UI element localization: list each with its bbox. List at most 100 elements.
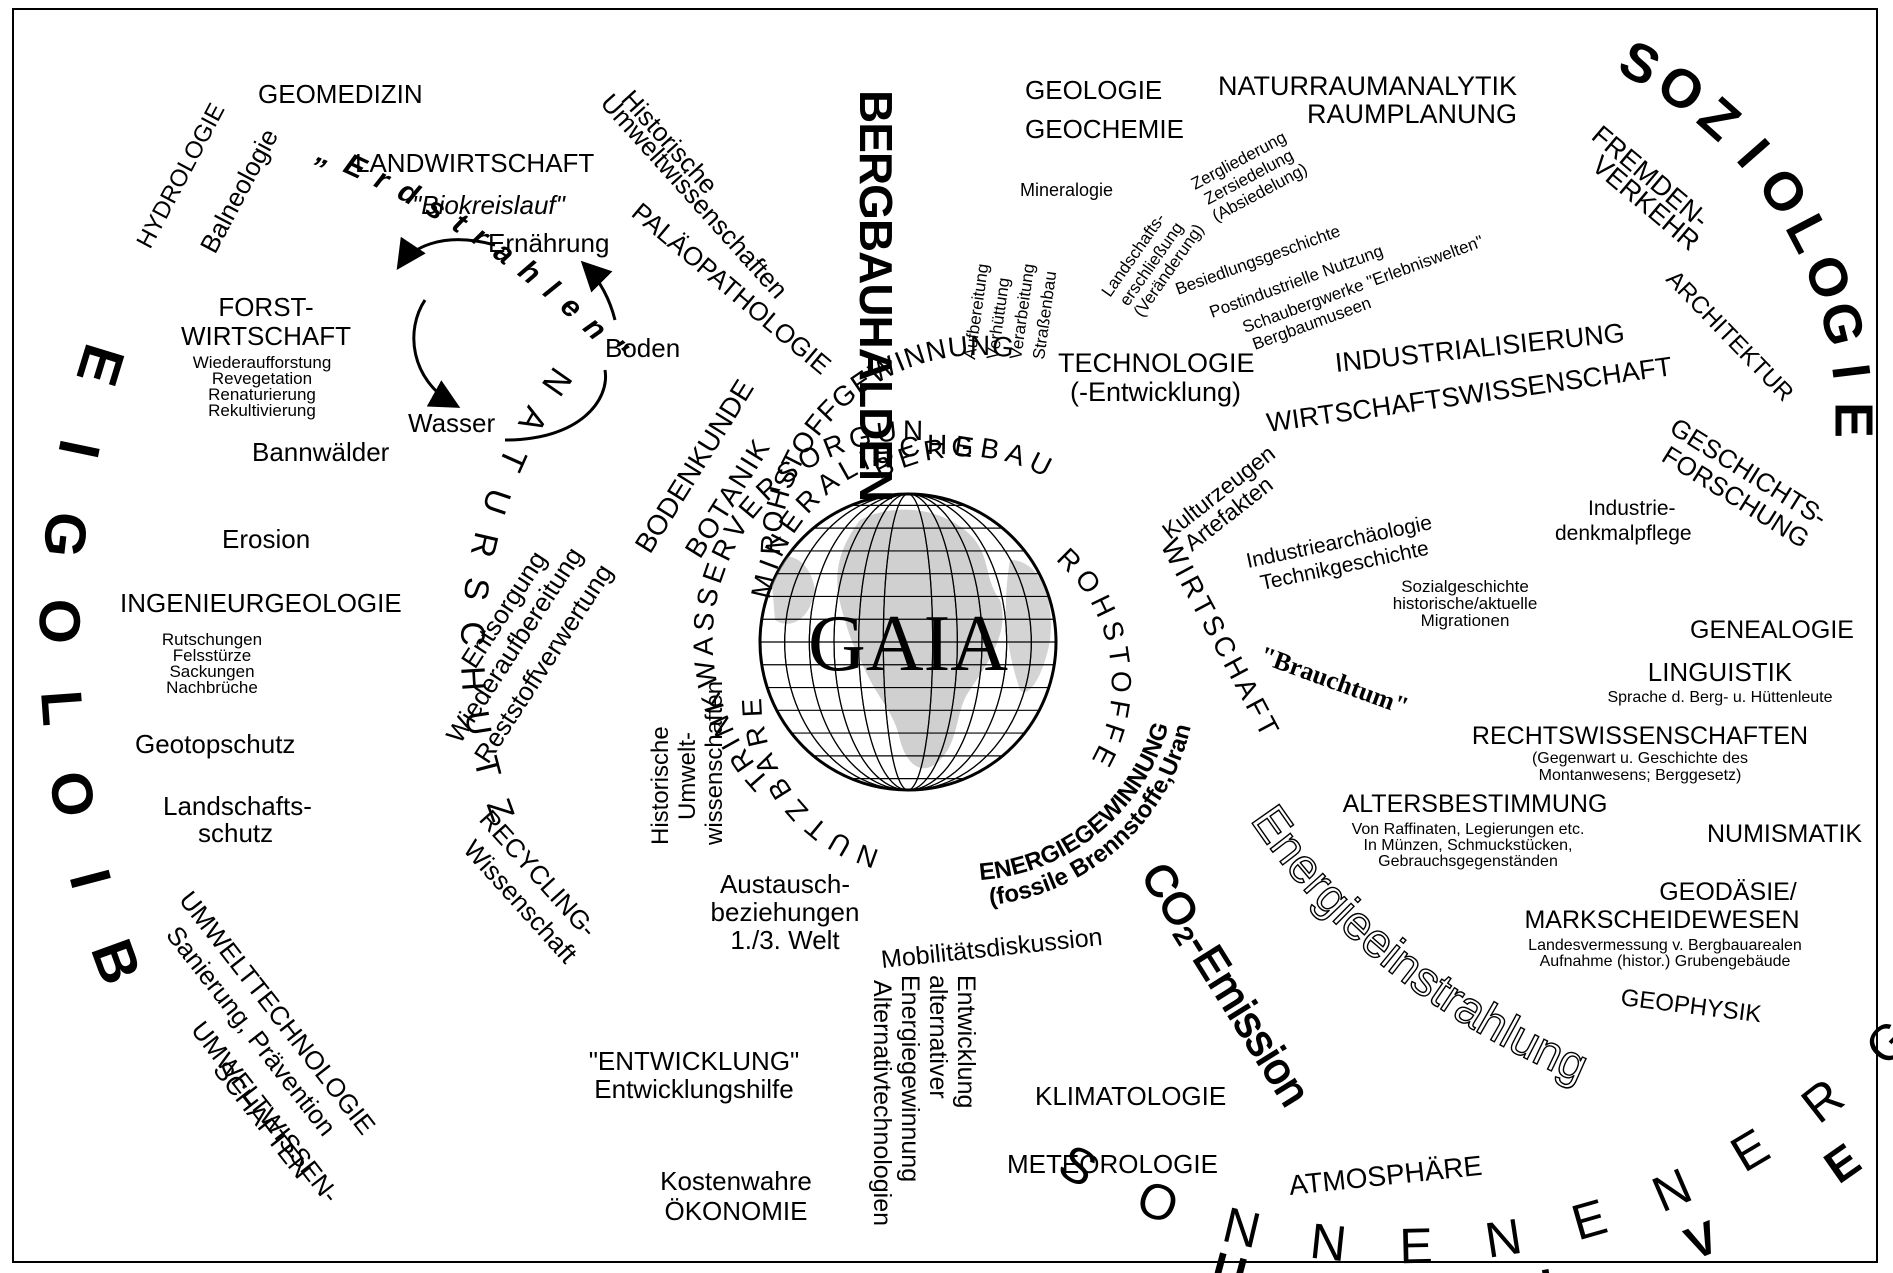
entwicklung-col4: Alternativtechnologien [868,980,896,1226]
arc-biologie-letter: I [57,863,124,895]
linguistik-title: LINGUISTIK [1648,657,1793,687]
arc-soziologie-letter: E [1824,402,1884,438]
raumplanung-label: RAUMPLANUNG [1307,99,1517,129]
arc-naturschutz-letter: U [474,484,518,519]
forst-title-2: WIRTSCHAFT [181,321,351,351]
arc-naturschutz-letter: U [457,708,498,738]
co2-emission-label: CO₂-Emission [1132,854,1320,1114]
hist-umwelt-2: Umwelt- [674,732,701,820]
architektur-label: ARCHITEKTUR [1661,265,1799,407]
numismatik-label: NUMISMATIK [1707,820,1862,848]
altersbestimmung-sub3: Gebrauchsgegenständen [1378,853,1558,870]
globe-icon [758,492,1058,792]
austausch-2: beziehungen [711,897,860,927]
entwicklung-hilfe-2: Entwicklungshilfe [594,1074,793,1104]
ingenieur-items-item: Nachbrüche [166,678,258,697]
genealogie-label: GENEALOGIE [1690,616,1854,644]
globe-meridian [833,494,983,790]
atmosphaere-label: ATMOSPHÄRE [1287,1150,1483,1201]
ernaehrung-label: Ernährung [488,228,609,258]
entwicklung-col3: Energiegewinnung [896,975,924,1182]
arc-soziologie-letter: I [1726,128,1781,179]
kostenwahre-2: ÖKONOMIE [664,1196,807,1226]
arc-biologie-letter: O [26,598,92,644]
boden-label: Boden [605,333,680,363]
wasser-label: Wasser [408,408,495,438]
landwirtschaft-label: LANDWIRTSCHAFT [355,148,594,178]
arc-biologie-letter: L [28,688,95,728]
altersbestimmung-title: ALTERSBESTIMMUNG [1343,790,1608,818]
cycle-arc-bottom [504,369,608,442]
arc-sonnen-letter: E [1565,1188,1613,1251]
arc-sonnen-letter: G [1854,1009,1893,1076]
rechtswissenschaften-sub2: Montanwesens; Berggesetz) [1539,767,1742,784]
aufbereitung-list: AufbereitungVerhüttungVerarbeitungStraße… [960,262,1060,360]
entwicklung-col2: alternativer [924,975,952,1099]
forst-items-item: Rekultivierung [208,401,316,420]
ingenieur-items-item: Rutschungen [162,630,262,649]
arc-sonnen-letter: N [1481,1208,1525,1269]
arc-biologie-letter: E [64,337,137,393]
arc-soziologie-letter: I [1820,360,1881,382]
ingenieurgeologie-label: INGENIEURGEOLOGIE [120,588,402,618]
cycle-arrow-ernaehrung [396,236,496,270]
arc-sonnen-letter: N [1644,1157,1699,1223]
meteorologie-label: METEOROLOGIE [1007,1149,1218,1179]
geologie-label: GEOLOGIE [1025,75,1162,105]
biokreislauf-label: "Biokreislauf" [412,190,567,220]
arc-universum-letter: I [1537,1258,1559,1273]
cycle-arrow-wasser [412,299,461,408]
forst-items-item: Revegetation [212,369,312,388]
arc-biologie-letter: B [78,931,153,993]
rechtswissenschaften-sub1: (Gegenwart u. Geschichte des [1532,750,1748,767]
diagram-frame [12,8,1878,1263]
ring-rohstoffe: ROHSTOFFE [1051,542,1137,777]
arc-sonnen-letter: E [1399,1218,1434,1273]
arc-naturschutz-letter: A [510,400,554,439]
bannwaelder-label: Bannwälder [252,437,390,467]
arc-naturschutz-letter: S [456,575,497,602]
arc-naturschutz-letter: H [453,665,492,692]
arc-universum-letter: N [1370,1269,1405,1273]
arc-universum-letter: E [1815,1133,1870,1193]
klimatologie-label: KLIMATOLOGIE [1035,1081,1226,1111]
geodaesie-4: Aufnahme (histor.) Grubengebäude [1540,953,1791,970]
biokreislauf-cycle [396,236,617,442]
hist-umwelt-1: Historische [647,726,674,845]
arc-sonnen-letter: N [1307,1213,1349,1272]
mobilitaet-label: Mobilitätsdiskussion [880,923,1104,974]
globe-meridian [784,494,1032,790]
entwicklung-hilfe-1: "ENTWICKLUNG" [589,1046,800,1076]
geochemie-label: GEOCHEMIE [1025,114,1184,144]
arc-naturschutz-letter: R [463,529,506,561]
ingenieur-items-item: Sackungen [169,662,254,681]
forst-items-item: Renaturierung [208,385,316,404]
forst-items-item: Wiederaufforstung [193,353,332,372]
arc-sonnen-letter: R [1791,1068,1854,1134]
entwicklung-col1: Entwicklung [952,975,980,1108]
arc-naturschutz-letter: C [453,621,492,647]
bergbauhalden-label: BERGBAUHALDEN [850,90,902,501]
altersbestimmung-sub2: In Münzen, Schmuckstücken, [1364,837,1573,854]
technologie-2: (-Entwicklung) [1070,377,1241,407]
ingenieur-items-item: Felsstürze [173,646,251,665]
landschaftsschutz-1: Landschafts- [163,791,312,821]
kostenwahre-1: Kostenwahre [660,1166,812,1196]
sozialgeschichte-3: Migrationen [1421,611,1510,630]
naturraumanalytik-label: NATURRAUMANALYTIK [1218,71,1517,101]
technologie-1: TECHNOLOGIE [1058,348,1255,378]
center-label: GAIA [808,600,1008,688]
forst-items: WiederaufforstungRevegetationRenaturieru… [193,353,332,420]
altersbestimmung-sub1: Von Raffinaten, Legierungen etc. [1352,821,1585,838]
industriedenkmal-2: denkmalpflege [1555,522,1692,545]
sozialgeschichte-1: Sozialgeschichte [1401,577,1529,596]
linguistik-sub: Sprache d. Berg- u. Hüttenleute [1607,689,1832,706]
erosion-label: Erosion [222,524,310,554]
mineralogie-label: Mineralogie [1020,180,1113,200]
arc-sonnen-letter: E [1721,1118,1778,1183]
wirtschaftswissenschaft-label: WIRTSCHAFTSWISSENSCHAFT [1265,351,1674,438]
arc-biologie-letter: G [30,509,100,561]
